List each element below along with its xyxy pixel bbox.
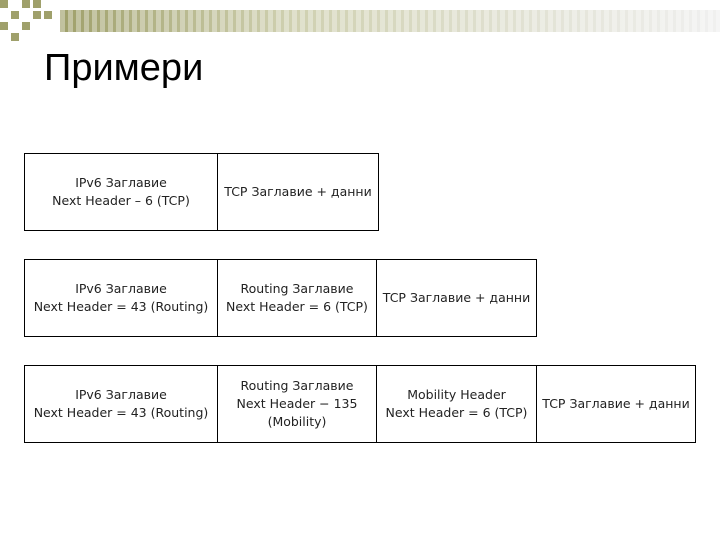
cell-text: TCP Заглавие + данни: [224, 183, 372, 199]
row-3-cell-tcp-data: TCP Заглавие + данни: [536, 365, 696, 443]
row-1-cell-tcp-data: TCP Заглавие + данни: [217, 153, 379, 231]
cell-text: Routing Заглавие Next Header − 135 (Mobi…: [236, 377, 358, 430]
cell-text: TCP Заглавие + данни: [542, 395, 690, 411]
cell-text: IPv6 Заглавие Next Header – 6 (TCP): [52, 174, 190, 208]
row-3-cell-mobility-header: Mobility Header Next Header = 6 (TCP): [376, 365, 537, 443]
row-1-cell-ipv6-header: IPv6 Заглавие Next Header – 6 (TCP): [24, 153, 218, 231]
row-2-cell-ipv6-header: IPv6 Заглавие Next Header = 43 (Routing): [24, 259, 218, 337]
slide-title: Примери: [44, 47, 204, 89]
row-3-cell-ipv6-header: IPv6 Заглавие Next Header = 43 (Routing): [24, 365, 218, 443]
cell-text: IPv6 Заглавие Next Header = 43 (Routing): [33, 280, 209, 314]
row-2-cell-tcp-data: TCP Заглавие + данни: [376, 259, 537, 337]
decorative-squares: [0, 0, 52, 41]
row-2-cell-routing-header: Routing Заглавие Next Header = 6 (TCP): [217, 259, 377, 337]
decorative-top-band: [60, 10, 720, 32]
cell-text: Routing Заглавие Next Header = 6 (TCP): [226, 280, 368, 314]
cell-text: TCP Заглавие + данни: [382, 289, 531, 305]
row-3-cell-routing-header: Routing Заглавие Next Header − 135 (Mobi…: [217, 365, 377, 443]
cell-text: IPv6 Заглавие Next Header = 43 (Routing): [33, 386, 209, 420]
cell-text: Mobility Header Next Header = 6 (TCP): [385, 386, 528, 420]
